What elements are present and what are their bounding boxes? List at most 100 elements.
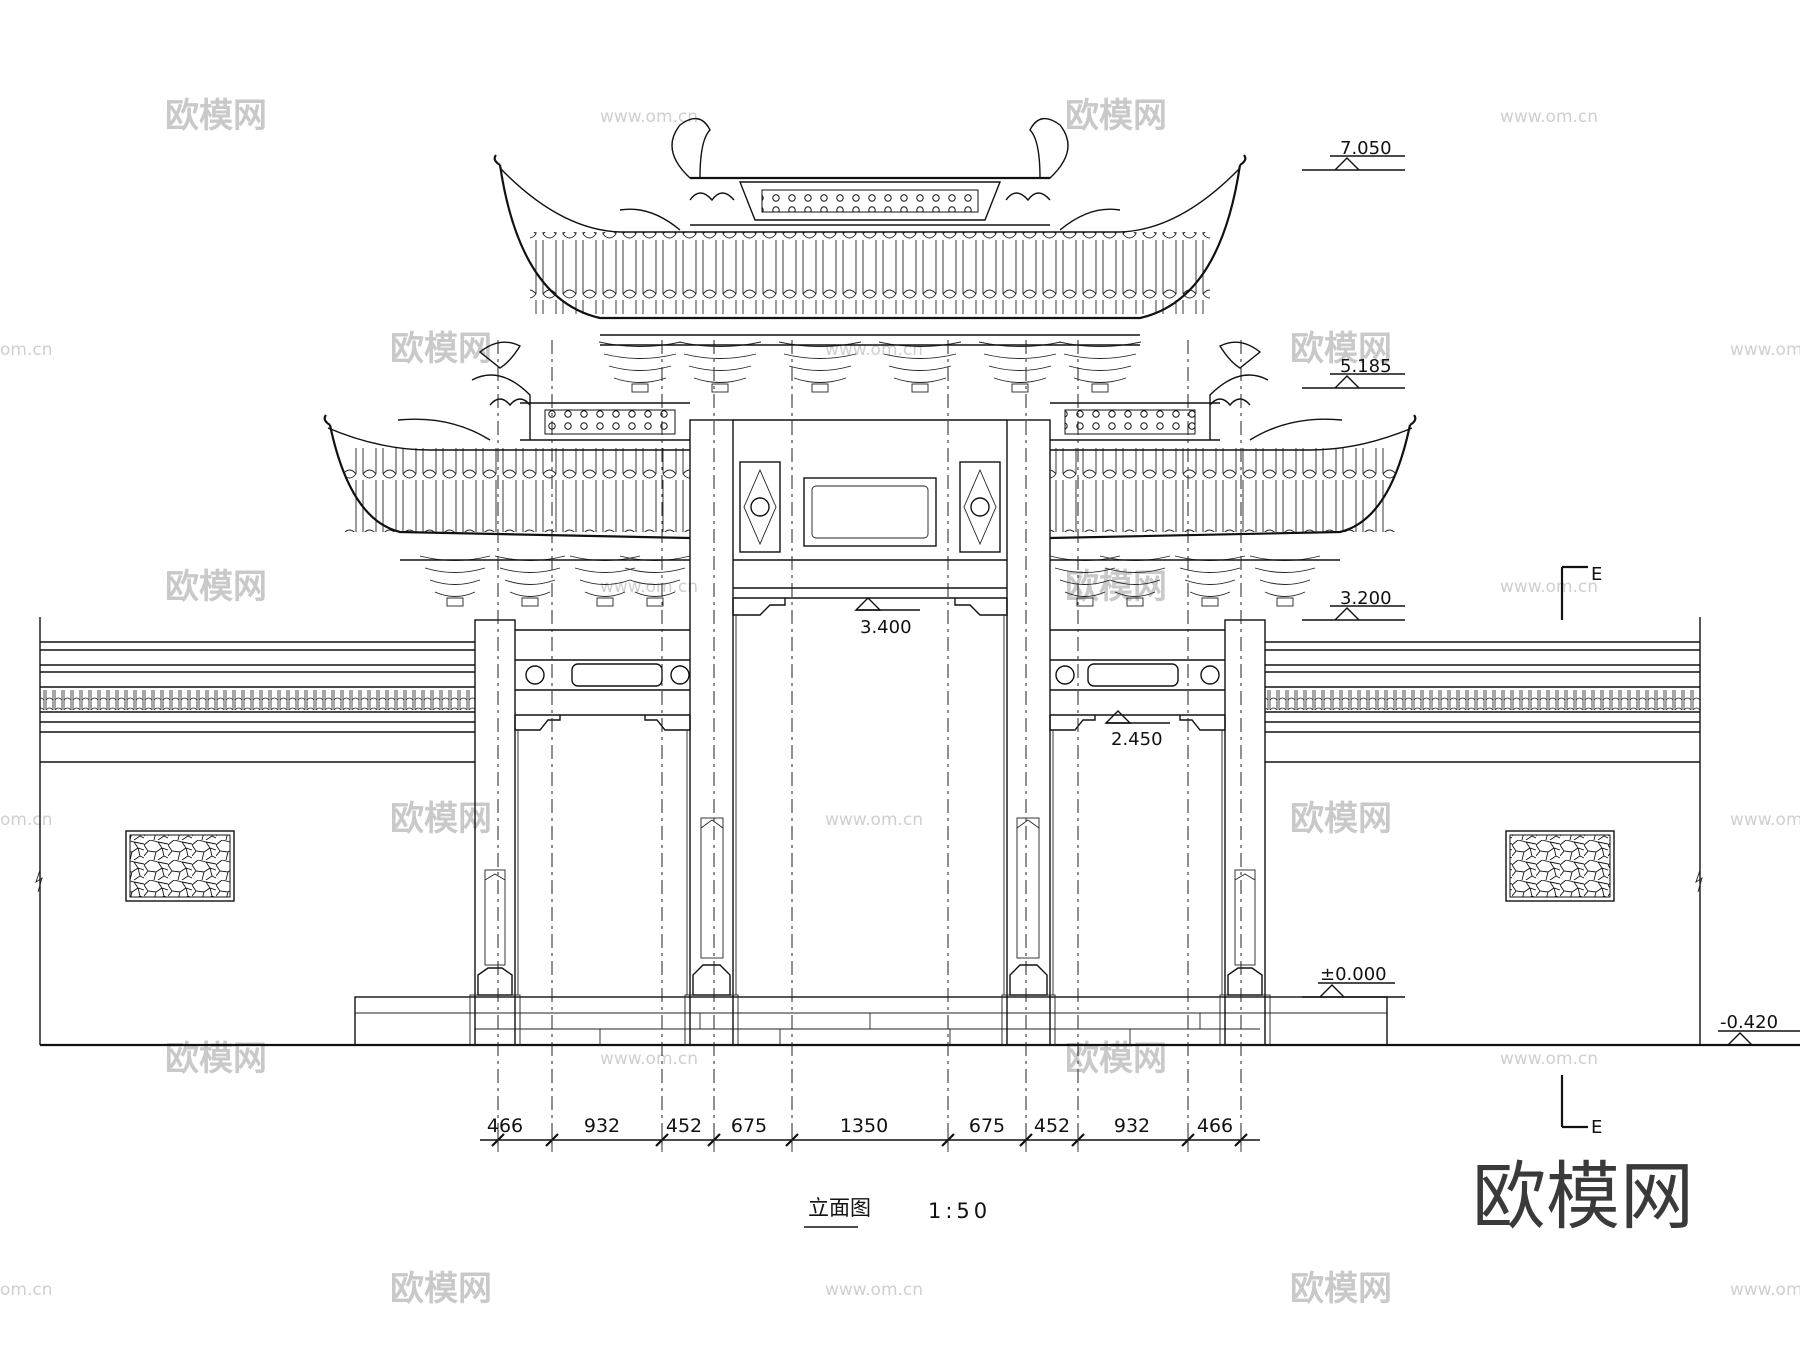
- watermark-text: www.om.cn: [1500, 1049, 1598, 1069]
- bracket-block: [1076, 597, 1094, 607]
- watermark-text: www.om.cn: [825, 810, 923, 830]
- bracket-arm: [1254, 567, 1316, 573]
- main-roof: [493, 117, 1247, 393]
- bracket-arm: [1104, 567, 1166, 573]
- bracket-arm: [993, 377, 1047, 383]
- dim-label-1: 466: [487, 1115, 523, 1137]
- bracket-arm: [893, 377, 947, 383]
- watermark-text: www.om.cn: [1730, 1280, 1800, 1300]
- bracket-block: [1126, 597, 1144, 607]
- watermark-text: om.cn: [0, 340, 53, 360]
- bracket-arm: [1068, 365, 1132, 371]
- bracket-block: [1276, 597, 1294, 607]
- watermark-text: 欧模网: [390, 1269, 492, 1309]
- bracket-arm: [1264, 591, 1306, 597]
- bracket-arm: [584, 591, 626, 597]
- right-wall: [1265, 617, 1703, 1045]
- bracket-arm: [424, 567, 486, 573]
- bracket-arm: [434, 591, 476, 597]
- bracket-arm: [608, 365, 672, 371]
- bracket-arm: [988, 365, 1052, 371]
- bracket-block: [1201, 597, 1219, 607]
- bracket-arm: [1063, 353, 1137, 359]
- bracket-arm: [1109, 579, 1161, 585]
- bracket-arm: [888, 365, 952, 371]
- bracket-arm: [504, 579, 556, 585]
- section-mark-bottom: E: [1591, 1117, 1602, 1138]
- bracket-arm: [509, 591, 551, 597]
- wall-tile-row: [1265, 690, 1700, 710]
- watermark-text: 欧模网: [1290, 329, 1392, 369]
- bracket-arm: [1114, 591, 1156, 597]
- dim-label-6: 675: [969, 1115, 1005, 1137]
- bracket-arm: [634, 591, 676, 597]
- bracket-arm: [579, 579, 631, 585]
- bracket-arm: [613, 377, 667, 383]
- bracket-arm: [1073, 377, 1127, 383]
- section-mark-top: E: [1591, 564, 1602, 585]
- bracket-arm: [683, 353, 757, 359]
- bracket-arm: [624, 567, 686, 573]
- watermark-text: www.om.cn: [825, 1280, 923, 1300]
- watermark-text: 欧模网: [165, 567, 267, 607]
- bracket-block: [631, 383, 649, 393]
- bracket-block: [521, 597, 539, 607]
- bracket-arm: [778, 341, 862, 347]
- bracket-arm: [1058, 341, 1142, 347]
- bracket-arm: [1259, 579, 1311, 585]
- elev-2450: 2.450: [1111, 729, 1163, 750]
- bracket-arm: [878, 341, 962, 347]
- bracket-block: [646, 597, 664, 607]
- watermark-text: www.om.cn: [600, 107, 698, 127]
- bracket-arm: [499, 567, 561, 573]
- watermark-text: www.om.cn: [1500, 107, 1598, 127]
- bracket-arm: [1064, 591, 1106, 597]
- elev-3200: 3.200: [1340, 588, 1392, 609]
- bracket-arm: [688, 365, 752, 371]
- dimension-chain: [480, 1128, 1260, 1152]
- bracket-arm: [883, 353, 957, 359]
- section-markers: E E: [1560, 564, 1602, 1138]
- elev-3400: 3.400: [860, 617, 912, 638]
- axis-lines: [497, 340, 1242, 1150]
- wall-tile-row: [40, 690, 475, 710]
- bracket-arm: [783, 353, 857, 359]
- bracket-arm: [1189, 591, 1231, 597]
- watermark-text: 欧模网: [1065, 96, 1167, 136]
- watermark-text: 欧模网: [390, 799, 492, 839]
- drawing-scale: 1:50: [928, 1199, 991, 1223]
- bracket-block: [1091, 383, 1109, 393]
- left-wall: [35, 617, 475, 1045]
- bracket-arm: [429, 579, 481, 585]
- dimension-labels: 466 932 452 675 1350 675 452 932 466: [487, 1115, 1233, 1137]
- bracket-arm: [603, 353, 677, 359]
- bracket-arm: [1179, 567, 1241, 573]
- bracket-block: [596, 597, 614, 607]
- elev-5185: 5.185: [1340, 356, 1392, 377]
- dim-label-7: 452: [1034, 1115, 1070, 1137]
- watermark-text: 欧模网: [1065, 567, 1167, 607]
- dim-label-8: 932: [1114, 1115, 1150, 1137]
- bracket-block: [811, 383, 829, 393]
- watermark-text: om.cn: [0, 810, 53, 830]
- watermark-text: www.om.cn: [1730, 810, 1800, 830]
- bracket-arm: [629, 579, 681, 585]
- brand-watermark-large: 欧模网: [1472, 1154, 1694, 1240]
- bracket-arm: [678, 341, 762, 347]
- watermark-text: 欧模网: [1290, 1269, 1392, 1309]
- watermark-text: 欧模网: [390, 329, 492, 369]
- bracket-arm: [598, 341, 682, 347]
- watermark-text: www.om.cn: [1500, 577, 1598, 597]
- bracket-arm: [978, 341, 1062, 347]
- bracket-arm: [983, 353, 1057, 359]
- bracket-block: [1011, 383, 1029, 393]
- drawing-title-block: 立面图 1:50: [804, 1196, 991, 1228]
- watermark-text: www.om.cn: [1730, 340, 1800, 360]
- watermark-text: www.om.cn: [600, 1049, 698, 1069]
- ground: [40, 996, 1800, 1047]
- watermark-text: 欧模网: [165, 96, 267, 136]
- watermark-text: www.om.cn: [600, 577, 698, 597]
- bracket-arm: [788, 365, 852, 371]
